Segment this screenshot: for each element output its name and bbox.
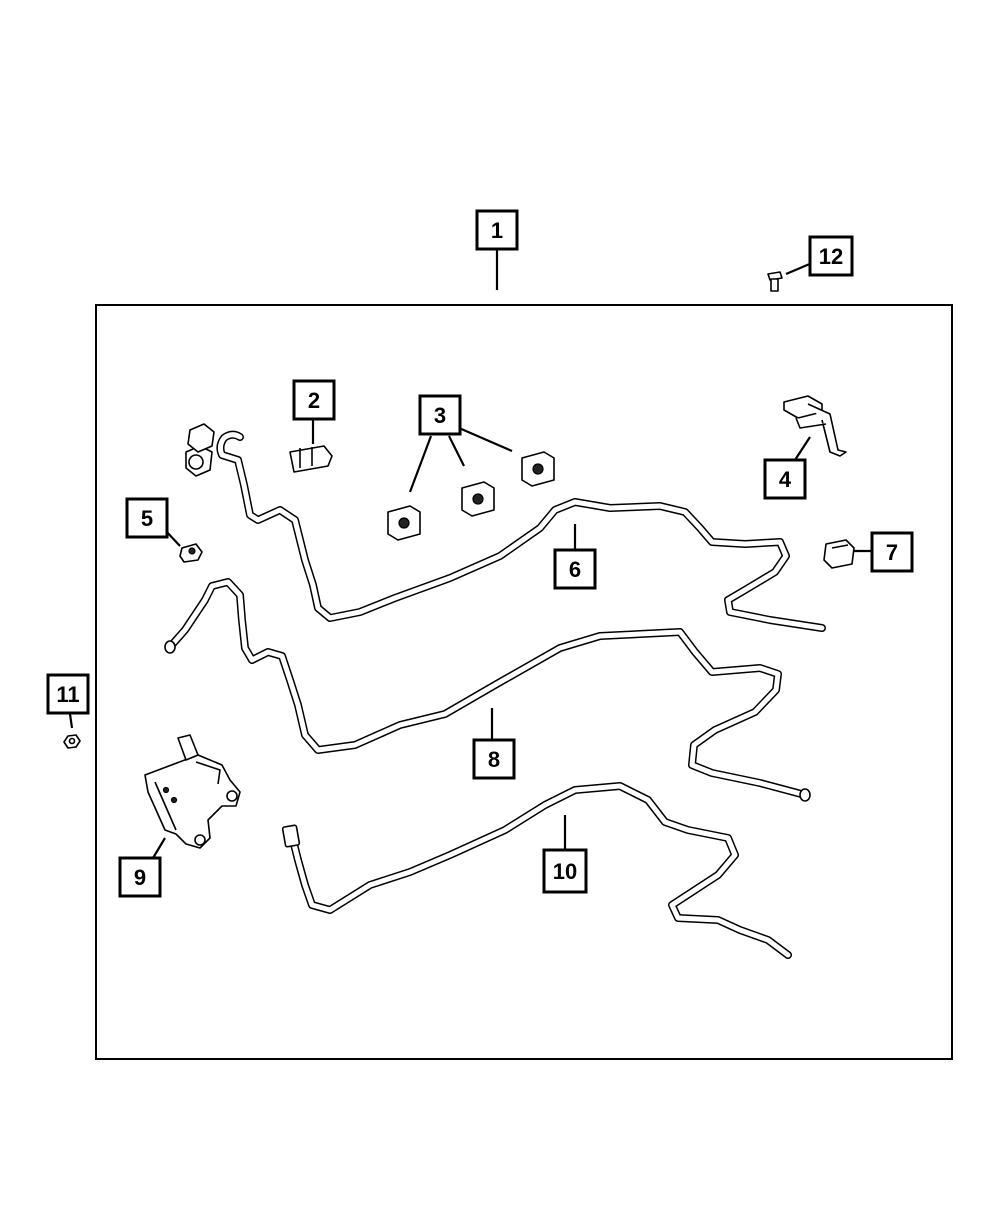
callout-6-label: 6 xyxy=(569,557,581,582)
callout-3: 3 xyxy=(418,394,462,436)
clip-part-5 xyxy=(179,543,203,563)
callout-1: 1 xyxy=(475,209,519,251)
callout-10-label: 10 xyxy=(553,859,577,884)
callout-9-label: 9 xyxy=(134,865,146,890)
callout-7: 7 xyxy=(870,531,914,573)
callout-11-label: 11 xyxy=(56,682,79,707)
leader-9 xyxy=(152,837,166,859)
nut-part-11 xyxy=(63,734,81,749)
tube-10 xyxy=(281,782,792,959)
callout-4-label: 4 xyxy=(779,467,792,492)
callout-6: 6 xyxy=(553,548,597,590)
retainer-clip-a xyxy=(387,505,421,541)
callout-11: 11 xyxy=(46,673,90,715)
callout-5-label: 5 xyxy=(141,506,153,531)
tube-6-connector xyxy=(185,423,215,477)
callout-10: 10 xyxy=(542,848,588,894)
callout-8: 8 xyxy=(472,738,516,780)
mounting-bracket-part-9 xyxy=(144,734,241,849)
retainer-clip-c xyxy=(521,451,555,487)
leader-12 xyxy=(785,261,813,276)
callout-8-label: 8 xyxy=(488,747,500,772)
clip-part-2 xyxy=(289,445,333,473)
callout-2: 2 xyxy=(292,379,336,421)
callout-9: 9 xyxy=(118,856,162,898)
tube-6 xyxy=(216,430,826,632)
leader-4 xyxy=(794,436,811,461)
assembly-frame xyxy=(95,304,953,1060)
callout-5: 5 xyxy=(125,497,169,539)
leader-11 xyxy=(68,713,74,729)
callout-4: 4 xyxy=(763,458,807,500)
callout-7-label: 7 xyxy=(886,540,898,565)
tube-8 xyxy=(164,578,811,802)
retainer-clip-b xyxy=(461,481,495,517)
bracket-part-4 xyxy=(783,395,847,457)
callout-1-label: 1 xyxy=(491,218,503,243)
callout-3-label: 3 xyxy=(434,403,446,428)
bolt-part-12 xyxy=(767,271,783,292)
leader-3b xyxy=(448,435,465,467)
callout-12-label: 12 xyxy=(819,244,843,269)
leader-3c xyxy=(458,426,513,453)
leader-3a xyxy=(408,435,433,493)
callout-12: 12 xyxy=(808,235,854,277)
callout-2-label: 2 xyxy=(308,388,320,413)
connector-part-7 xyxy=(823,539,855,569)
